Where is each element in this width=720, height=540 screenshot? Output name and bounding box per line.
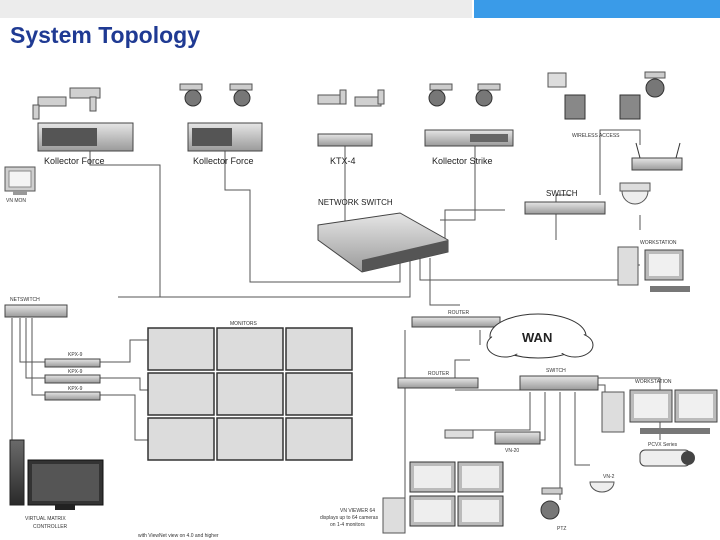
kpx-units: KPX-9 KPX-9 KPX-9 bbox=[44, 352, 101, 401]
switch-bottom-label: SWITCH bbox=[546, 368, 566, 374]
virtual-matrix-controller: VIRTUAL MATRIX CONTROLLER bbox=[9, 439, 104, 530]
dome-camera-right bbox=[619, 182, 651, 205]
netswitch-label: NETSWITCH bbox=[10, 297, 40, 303]
pcvx-camera: PCVX Series bbox=[639, 442, 695, 467]
page-title: System Topology bbox=[10, 22, 200, 48]
dome-cameras-2 bbox=[428, 83, 501, 107]
router-bottom-label: ROUTER bbox=[428, 371, 450, 377]
kpx-b-label: KPX-9 bbox=[68, 369, 83, 375]
kollector-force-2-label: Kollector Force bbox=[193, 156, 254, 166]
kollector-force-2-device: Kollector Force bbox=[187, 122, 263, 166]
ptz-label: PTZ bbox=[557, 526, 566, 532]
switch-bottom-device: SWITCH bbox=[519, 368, 599, 391]
monitor-wall: MONITORS bbox=[147, 321, 353, 461]
network-switch-device: NETWORK SWITCH bbox=[317, 198, 449, 273]
vn-mon-monitor: VN MON bbox=[4, 166, 36, 204]
vm-label-line1: VIRTUAL MATRIX bbox=[25, 516, 66, 522]
box-cameras-2 bbox=[317, 89, 385, 107]
workstation-top-label: WORKSTATION bbox=[640, 240, 677, 246]
kollector-strike-label: Kollector Strike bbox=[432, 156, 493, 166]
router-top-device: ROUTER bbox=[411, 310, 501, 328]
kollector-force-1-device: Kollector Force bbox=[37, 122, 134, 166]
wireless-access-label: WIRELESS ACCESS bbox=[572, 133, 620, 139]
ktx4-device: KTX-4 bbox=[317, 133, 373, 166]
wan-cloud: WAN bbox=[486, 313, 594, 359]
vn-viewer-title: VN VIEWER 64 bbox=[340, 508, 375, 514]
vn20-encoder: VN-20 bbox=[444, 429, 541, 454]
box-cameras-1 bbox=[32, 87, 101, 120]
top-bar bbox=[0, 0, 720, 18]
switch-top-label: SWITCH bbox=[546, 189, 578, 198]
netswitch-device: NETSWITCH bbox=[4, 297, 68, 318]
vn-viewer-display: VN VIEWER 64 displays up to 64 cameras o… bbox=[320, 461, 504, 534]
switch-top-device: SWITCH bbox=[524, 189, 606, 215]
wireless-access-devices: WIRELESS ACCESS bbox=[547, 71, 666, 139]
wireless-router bbox=[631, 142, 683, 171]
router-bottom-device: ROUTER bbox=[397, 371, 479, 389]
vn-viewer-line3: on 1-4 monitors bbox=[330, 522, 365, 528]
wan-label: WAN bbox=[522, 330, 552, 345]
router-top-label: ROUTER bbox=[448, 310, 470, 316]
kollector-force-1-label: Kollector Force bbox=[44, 156, 105, 166]
connection-lines bbox=[11, 129, 661, 505]
vn-bottom-label: VN-2 bbox=[603, 474, 615, 480]
dome-cameras-1 bbox=[179, 83, 253, 107]
ktx4-label: KTX-4 bbox=[330, 156, 356, 166]
network-switch-label: NETWORK SWITCH bbox=[318, 198, 393, 207]
workstation-bottom-label: WORKSTATION bbox=[635, 379, 672, 385]
vm-label-line2: CONTROLLER bbox=[33, 524, 68, 530]
top-bar-blue bbox=[474, 0, 720, 18]
vn-viewer-line2: displays up to 64 cameras bbox=[320, 515, 379, 521]
vn-encoder-label: VN-20 bbox=[505, 448, 519, 454]
monitors-label: MONITORS bbox=[230, 321, 258, 327]
footnote: with ViewNet view on 4.0 and higher bbox=[138, 533, 219, 539]
kollector-strike-device: Kollector Strike bbox=[424, 129, 514, 166]
kpx-a-label: KPX-9 bbox=[68, 352, 83, 358]
kpx-c-label: KPX-9 bbox=[68, 386, 83, 392]
top-bar-grey bbox=[0, 0, 472, 18]
vn-mon-label: VN MON bbox=[6, 198, 26, 204]
workstation-bottom: WORKSTATION bbox=[601, 379, 718, 434]
workstation-top: WORKSTATION bbox=[617, 240, 690, 292]
vn2-dome: VN-2 bbox=[589, 474, 615, 493]
pcvx-label: PCVX Series bbox=[648, 442, 678, 448]
ptz-camera: PTZ bbox=[540, 487, 566, 532]
